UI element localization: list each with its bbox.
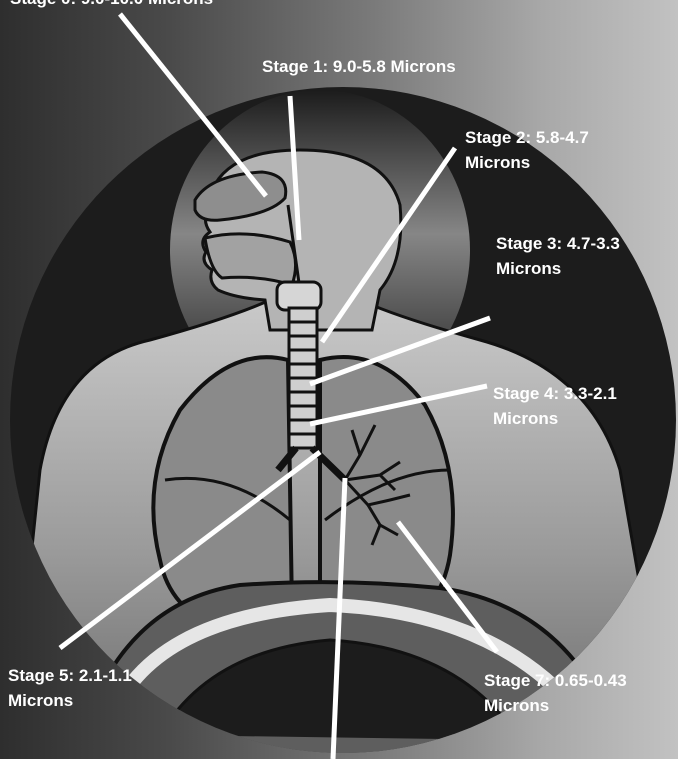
- label-stage-3-line2: Microns: [496, 256, 620, 281]
- label-stage-5-line1: Stage 5: 2.1-1.1: [8, 663, 132, 688]
- label-stage-2-line1: Stage 2: 5.8-4.7: [465, 125, 589, 150]
- label-stage-3-line1: Stage 3: 4.7-3.3: [496, 231, 620, 256]
- label-stage-5-line2: Microns: [8, 688, 132, 713]
- label-stage-7: Stage 7: 0.65-0.43 Microns: [484, 668, 627, 718]
- label-stage-5: Stage 5: 2.1-1.1 Microns: [8, 663, 132, 713]
- label-stage-3: Stage 3: 4.7-3.3 Microns: [496, 231, 620, 281]
- label-stage-4-line1: Stage 4: 3.3-2.1: [493, 381, 617, 406]
- label-stage-0-text: Stage 0: 9.0-10.0 Microns: [10, 0, 213, 11]
- label-stage-0: Stage 0: 9.0-10.0 Microns: [10, 0, 213, 11]
- larynx: [277, 282, 321, 310]
- label-stage-4-line2: Microns: [493, 406, 617, 431]
- label-stage-2: Stage 2: 5.8-4.7 Microns: [465, 125, 589, 175]
- label-stage-2-line2: Microns: [465, 150, 589, 175]
- label-stage-7-line2: Microns: [484, 693, 627, 718]
- label-stage-1: Stage 1: 9.0-5.8 Microns: [262, 54, 456, 79]
- label-stage-7-line1: Stage 7: 0.65-0.43: [484, 668, 627, 693]
- label-stage-4: Stage 4: 3.3-2.1 Microns: [493, 381, 617, 431]
- label-stage-1-text: Stage 1: 9.0-5.8 Microns: [262, 54, 456, 79]
